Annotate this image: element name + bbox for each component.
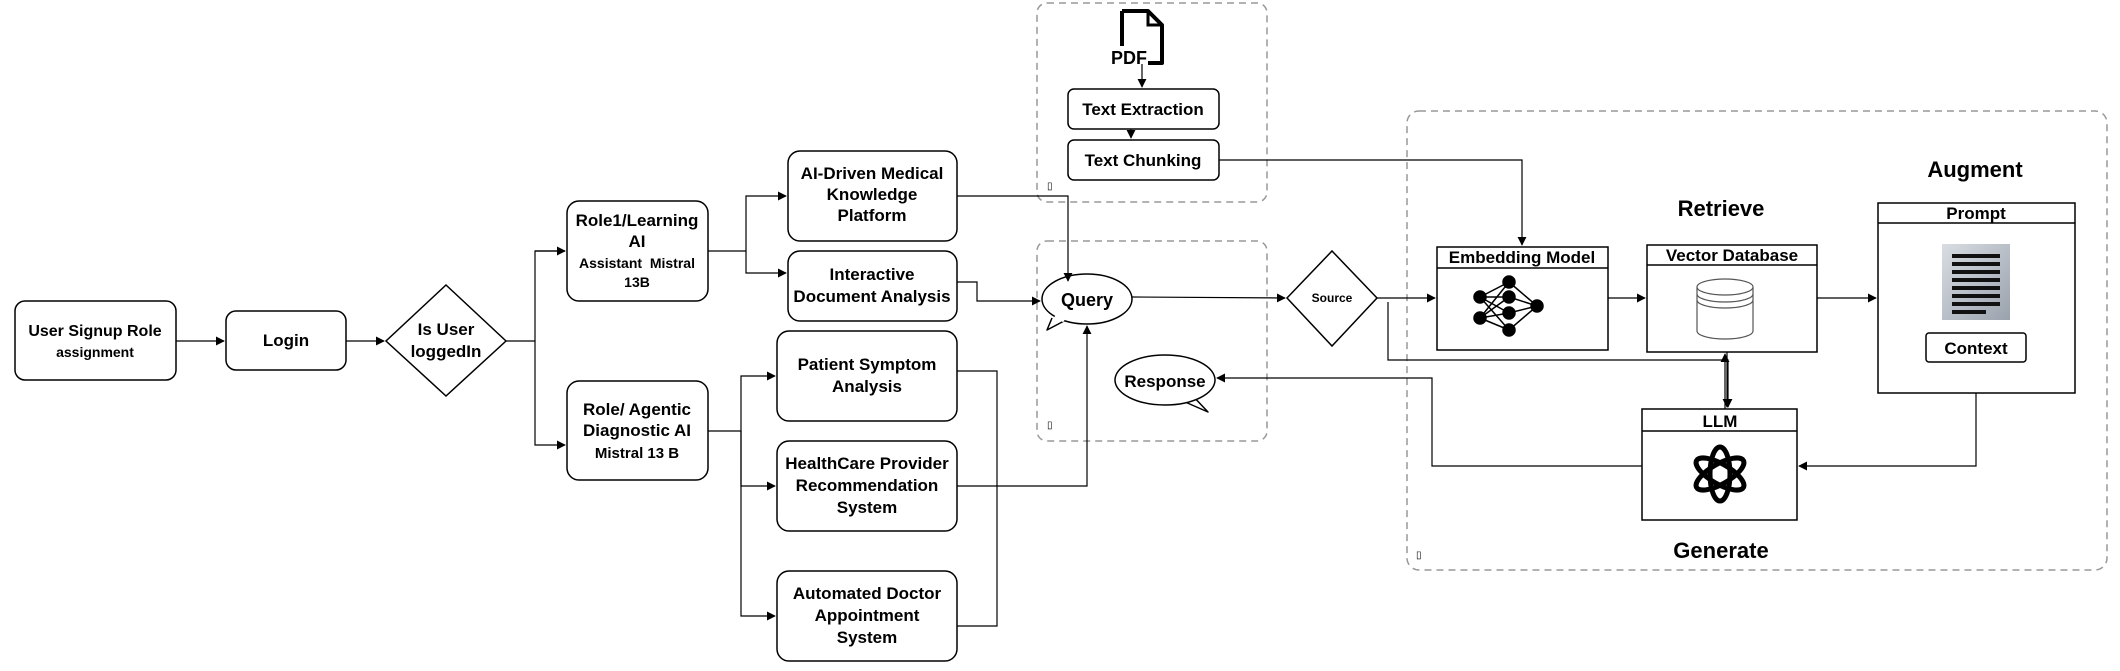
retrieve-label: Retrieve <box>1678 196 1765 221</box>
svg-text:Context: Context <box>1944 339 2008 358</box>
svg-text:AI: AI <box>629 232 646 251</box>
svg-text:Platform: Platform <box>838 206 907 225</box>
svg-text:Vector Database: Vector Database <box>1666 246 1798 265</box>
role2-agentic-diagnostic-ai-node: Role/ Agentic Diagnostic AI Mistral 13 B <box>566 380 709 481</box>
edge-source-llm <box>1387 302 1733 408</box>
role1-learning-ai-node: Role1/Learning AI Assistant Mistral 13B <box>566 200 709 302</box>
embedding-model-node: Embedding Model <box>1436 246 1609 351</box>
svg-text:Diagnostic AI: Diagnostic AI <box>583 421 691 440</box>
svg-text:Appointment: Appointment <box>815 606 920 625</box>
svg-text:Prompt: Prompt <box>1946 204 2006 223</box>
svg-text:Is User: Is User <box>418 320 475 339</box>
automated-doctor-appointment-node: Automated Doctor Appointment System <box>776 570 958 662</box>
document-icon <box>1942 244 2010 320</box>
edge-decision-roles <box>506 250 565 342</box>
svg-text:Role1/Learning: Role1/Learning <box>576 211 699 230</box>
is-user-logged-in-decision: Is User loggedIn <box>384 283 508 398</box>
svg-text:Role/ Agentic: Role/ Agentic <box>583 400 691 419</box>
generate-label: Generate <box>1673 538 1768 563</box>
connectors <box>176 64 1977 627</box>
rag-pipeline-group <box>1406 110 2108 571</box>
augment-label: Augment <box>1927 157 2023 182</box>
svg-text:Query: Query <box>1061 290 1113 310</box>
edge-docanalysis-query <box>957 281 1041 306</box>
response-speech-bubble: Response <box>1114 354 1216 413</box>
source-decision: Source <box>1285 249 1379 348</box>
database-icon <box>1696 278 1754 340</box>
text-chunking-node: Text Chunking <box>1067 139 1220 181</box>
edge-role2services-query <box>957 370 998 627</box>
query-speech-bubble: Query <box>1041 273 1133 331</box>
vector-database-node: Vector Database <box>1646 244 1818 353</box>
query-response-group <box>1036 240 1268 442</box>
svg-text:User Signup Role: User Signup Role <box>28 323 161 340</box>
healthcare-provider-recommendation-node: HealthCare Provider Recommendation Syste… <box>776 440 958 532</box>
svg-text:13B: 13B <box>624 274 650 290</box>
edge-query-source <box>1131 293 1286 303</box>
edge-llm-response <box>1216 373 1642 467</box>
context-node: Context <box>1925 332 2027 363</box>
svg-text:System: System <box>837 628 897 647</box>
svg-text:Recommendation: Recommendation <box>796 476 939 495</box>
neural-network-icon <box>1473 275 1544 337</box>
svg-text:Assistant Mistral: Assistant Mistral <box>579 255 695 271</box>
svg-text:Response: Response <box>1124 372 1205 391</box>
llm-node: LLM <box>1641 408 1798 521</box>
svg-text:assignment: assignment <box>56 344 134 360</box>
svg-text:▯: ▯ <box>1047 420 1053 431</box>
user-signup-node: User Signup Role assignment <box>14 300 177 381</box>
svg-text:Login: Login <box>263 331 309 350</box>
svg-text:Source: Source <box>1312 291 1353 305</box>
edge-role1-children <box>708 191 787 252</box>
svg-text:Document Analysis: Document Analysis <box>793 287 950 306</box>
edge-role2-children <box>708 371 776 432</box>
svg-text:loggedIn: loggedIn <box>411 342 482 361</box>
svg-text:▯: ▯ <box>1416 550 1422 561</box>
svg-text:System: System <box>837 498 897 517</box>
svg-text:PDF: PDF <box>1111 48 1147 68</box>
patient-symptom-analysis-node: Patient Symptom Analysis <box>776 330 958 422</box>
pdf-processing-group <box>1036 2 1268 203</box>
text-extraction-node: Text Extraction <box>1067 88 1220 130</box>
svg-text:HealthCare Provider: HealthCare Provider <box>785 454 949 473</box>
svg-text:Interactive: Interactive <box>829 265 914 284</box>
svg-text:LLM: LLM <box>1703 412 1738 431</box>
svg-text:AI-Driven Medical: AI-Driven Medical <box>801 164 944 183</box>
edge-platform-query <box>957 195 1073 282</box>
interactive-document-analysis-node: Interactive Document Analysis <box>787 250 958 322</box>
svg-text:Embedding Model: Embedding Model <box>1449 248 1595 267</box>
edge-prompt-llm <box>1798 393 1977 471</box>
login-node: Login <box>225 310 347 371</box>
svg-text:Knowledge: Knowledge <box>827 185 918 204</box>
prompt-node: Prompt Context <box>1877 202 2076 394</box>
llm-logo-icon <box>1693 444 1747 504</box>
svg-text:Patient Symptom: Patient Symptom <box>798 355 937 374</box>
pdf-file-icon: PDF <box>1111 9 1164 68</box>
svg-text:Mistral 13 B: Mistral 13 B <box>595 445 679 462</box>
edge-chunking-embedding <box>1219 159 1527 246</box>
svg-text:Text Extraction: Text Extraction <box>1082 100 1204 119</box>
ai-driven-medical-knowledge-platform-node: AI-Driven Medical Knowledge Platform <box>787 150 958 242</box>
svg-text:Text Chunking: Text Chunking <box>1085 151 1202 170</box>
svg-text:Analysis: Analysis <box>832 377 902 396</box>
svg-text:Automated Doctor: Automated Doctor <box>793 584 942 603</box>
svg-text:▯: ▯ <box>1047 181 1053 192</box>
